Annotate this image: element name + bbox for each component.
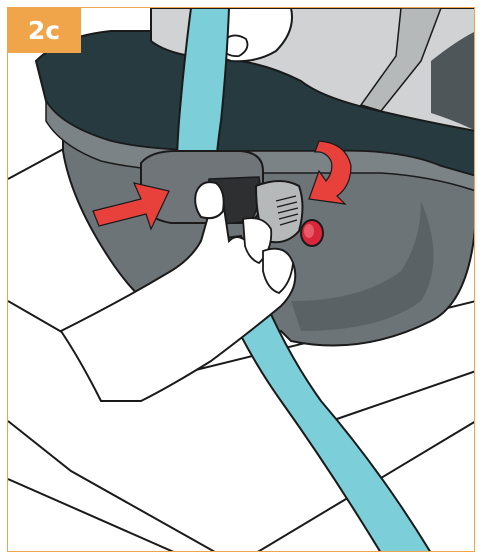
car-seat-buckle-illustration <box>8 8 475 552</box>
step-label: 2c <box>28 16 60 45</box>
illustration-frame <box>7 7 475 552</box>
red-release-button-icon <box>301 220 323 246</box>
hand-thumb <box>195 182 224 218</box>
step-badge: 2c <box>7 7 81 53</box>
